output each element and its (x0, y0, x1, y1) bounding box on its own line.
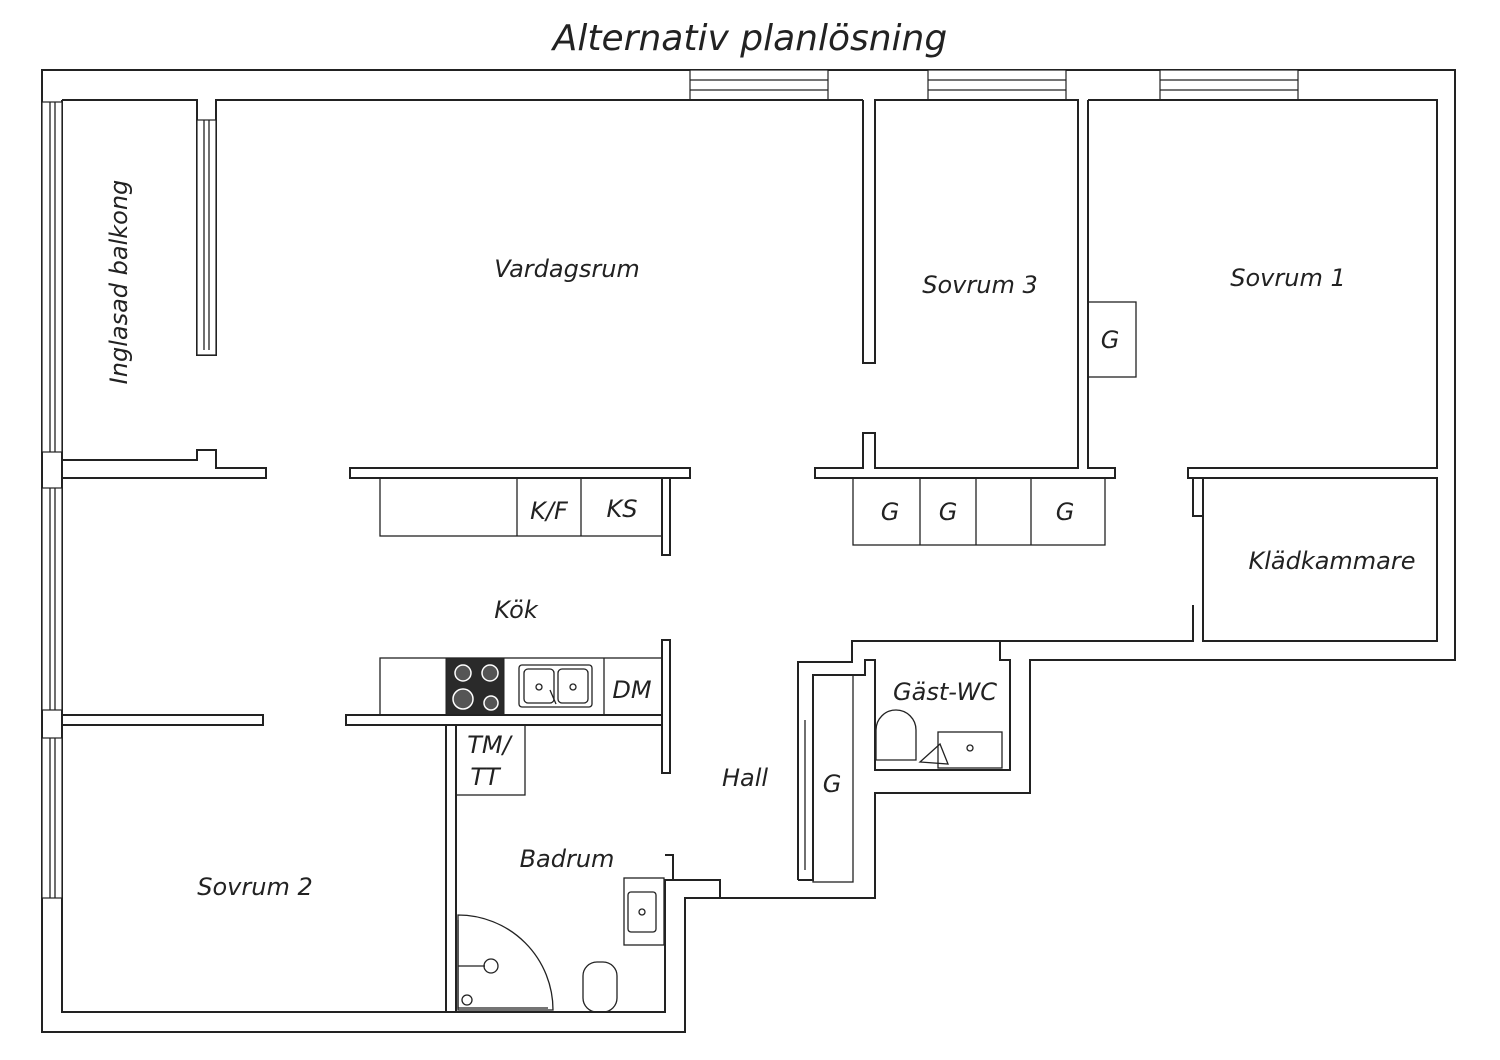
bedroom-walls (814, 99, 1438, 660)
fixture-label-washer-1: TM/ (467, 731, 513, 759)
fixture-label-fridge-freezer: K/F (530, 497, 569, 525)
room-label-kitchen: Kök (494, 596, 539, 624)
wardrobe-label: G (881, 498, 900, 526)
kitchen-upper-counter (349, 467, 691, 556)
room-label-living: Vardagsrum (494, 255, 640, 283)
left-windows (41, 101, 63, 899)
room-label-guest-wc: Gäst-WC (893, 678, 997, 706)
fixture-label-pantry: KS (607, 495, 638, 523)
wardrobe-label: G (939, 498, 958, 526)
room-label-bedroom2: Sovrum 2 (197, 873, 312, 901)
room-label-bedroom1: Sovrum 1 (1230, 264, 1345, 292)
plan-title: Alternativ planlösning (552, 18, 948, 59)
wardrobe-label: G (1056, 498, 1075, 526)
room-label-walkin: Klädkammare (1248, 547, 1415, 575)
balcony-walls (62, 99, 863, 479)
fixture-label-dishwasher: DM (612, 676, 651, 704)
hall-walls (797, 640, 1011, 883)
bathroom-walls (445, 724, 674, 1013)
top-windows (689, 69, 1299, 101)
room-label-hall: Hall (722, 764, 768, 792)
kitchen-lower-counter (62, 639, 671, 774)
wardrobe-label: G (823, 770, 842, 798)
room-label-balcony: Inglasad balkong (105, 180, 133, 385)
wardrobes (852, 301, 1137, 546)
room-label-bedroom3: Sovrum 3 (922, 271, 1037, 299)
wardrobe-label: G (1101, 326, 1120, 354)
room-label-bathroom: Badrum (520, 845, 615, 873)
fixture-label-washer-2: TT (470, 763, 502, 791)
